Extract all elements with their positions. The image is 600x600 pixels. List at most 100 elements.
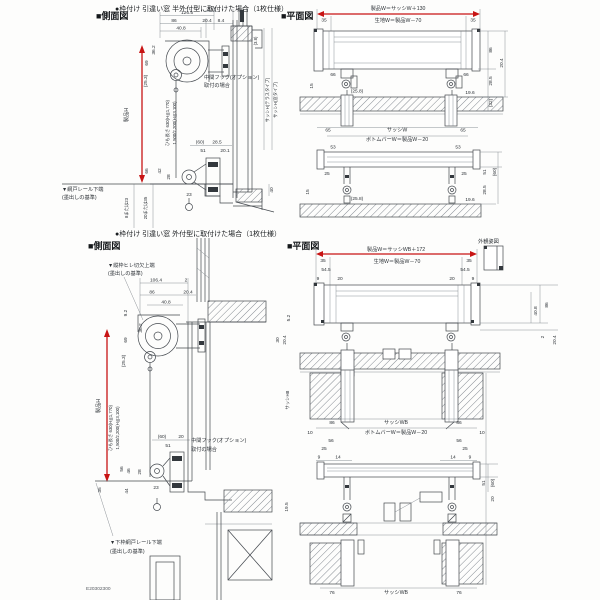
dim-label: 9 [317, 276, 320, 282]
dim-label: 51 [165, 443, 171, 449]
dim-label: 56 [119, 466, 125, 472]
dim-label: 54.5 [321, 267, 331, 273]
product-h-label: 製品H [122, 108, 130, 122]
dim-label: 40 [269, 187, 275, 193]
dim-label: 56 [328, 438, 334, 444]
dim-label: 54.5 [460, 267, 470, 273]
dim-label: 9 [469, 455, 472, 461]
dim-label: 10 [479, 430, 485, 436]
wall-band [299, 203, 482, 218]
dim-label: 76 [456, 590, 462, 596]
dim-label: 40.8 [176, 26, 186, 32]
dim-label: 5.2 [286, 314, 292, 321]
mount-bracket [445, 322, 459, 351]
dim-label: 51 [481, 480, 487, 486]
plan-view-label-top: ■平面図 [281, 11, 313, 21]
bottom-left-side-view: ▼縦枠ヒレ切欠上端 (墨出しの基準) 106.4 2 86 20.4 40.8 … [86, 238, 292, 600]
dim-label: 20.4 [499, 58, 505, 68]
mount-bracket [340, 322, 354, 351]
cord-length-note: ひも長さ 630(H≦1,770) [164, 100, 171, 146]
dim-label: 19.6 [465, 197, 475, 203]
fabric-w-label: 生地W＝製品W－70 [375, 16, 422, 24]
top-headers: ●枠付け 引違い窓 半外付型に取付けた場合（1枚仕様） ■側面図 ■平面図 [96, 4, 313, 21]
window-frame-section [232, 20, 253, 198]
note-lower-rail: ▼下枠網戸レール下端 [110, 538, 162, 546]
dim-label: 65 [325, 128, 331, 134]
section-title-top: ●枠付け 引違い窓 半外付型に取付けた場合（1枚仕様） [115, 4, 288, 13]
dim-label: 86 [544, 302, 550, 308]
cord-length-note-2: 1,500/2,200(H≦3,100) [115, 406, 120, 450]
dim-label: 20 [337, 276, 343, 282]
dim-label: 28 [166, 174, 172, 180]
dim-label: 46 [126, 468, 132, 474]
dim-label: 25 [324, 171, 330, 177]
dim-label: 106.4 [150, 278, 162, 284]
product-w-label: 製品W＝サッシWB＋172 [367, 245, 425, 253]
dim-label: 76 [329, 590, 335, 596]
dim-label: 9 [318, 455, 321, 461]
dim-label: 56 [456, 438, 462, 444]
dim-label: 25 [461, 171, 467, 177]
dim-label: 25 [462, 446, 468, 452]
hatched-lintel [230, 25, 253, 42]
dim-label: 23 [186, 192, 192, 198]
side-view-label-top: ■側面図 [96, 10, 128, 21]
dim-label: 10 [307, 430, 313, 436]
product-h-label: 製品H [94, 399, 102, 413]
top-right-plan-view: 製品W＝サッシW＋130 35 生地W＝製品W－70 35 [299, 4, 508, 218]
fabric-w-label: 生地W＝製品W－70 [374, 257, 421, 265]
note-mid-hook-2: 取付の場合 [204, 81, 231, 89]
dim-label: 28 [137, 469, 143, 475]
dim-label: 66 [463, 72, 469, 78]
dim-label: (60) [196, 140, 205, 146]
dim-label: (25.3) [121, 354, 127, 367]
mount-bracket [340, 68, 358, 97]
dim-label: 86 [171, 18, 177, 24]
wall-piers [309, 539, 484, 587]
dim-label: 28.5 [212, 140, 222, 146]
dim-label: 51 [482, 169, 488, 175]
dim-label: 51 [200, 148, 206, 154]
product-width-arrow [316, 251, 477, 257]
wall-band [299, 348, 501, 377]
dim-label: 30 [275, 337, 281, 343]
appearance-label: 外観姿図 [478, 237, 499, 245]
note-screen-rail-2: (墨出しの基準) [62, 193, 97, 201]
dim-label: 8.4 [218, 18, 225, 24]
note-lower-rail-2: (墨出しの基準) [110, 547, 145, 555]
dim-label: 23 [153, 485, 159, 491]
dim-label: 15 [305, 189, 311, 195]
note-mid-hook-2: 取付の場合 [191, 445, 218, 453]
dim-label: (60) [158, 434, 167, 440]
dim-label: 69 [123, 337, 129, 343]
dim-label: 9 [472, 276, 475, 282]
note-screen-rail: ▼網戸レール下端 [62, 185, 103, 193]
product-width-arrow [317, 11, 480, 17]
dim-label: 20.4 [282, 335, 288, 345]
dim-label: 9.2 [123, 309, 129, 316]
dim-label: 86 [149, 290, 155, 296]
dim-label: (25.8) [351, 196, 364, 202]
dim-label: 44 [124, 488, 130, 494]
dim-label: 25 [321, 446, 327, 452]
head-box [313, 28, 481, 72]
dim-label: 20 [490, 496, 496, 502]
dim-label: 35 [320, 258, 326, 264]
section-title-bottom: ●枠付け 引違い窓 外付型に取付けた場合（1枚仕様） [115, 229, 281, 238]
bottom-bar-w-label: ボトムバーW＝製品W－20 [366, 135, 428, 143]
dim-label: 69 [144, 60, 150, 66]
dim-label: 126.5 [181, 10, 193, 16]
dim-label: 2 [540, 335, 546, 338]
bottom-headers: ●枠付け 引違い窓 外付型に取付けた場合（1枚仕様） ■側面図 ■平面図 [88, 229, 319, 251]
hook-assembly [447, 477, 457, 523]
dim-label: 35 [97, 487, 103, 493]
dim-label: 15 [309, 83, 315, 89]
dim-label: 86 [488, 47, 494, 53]
dim-label: 20.1 [206, 7, 216, 13]
dim-label: 53 [455, 145, 461, 151]
sash-wb-label: サッシWB [384, 419, 408, 426]
dim-label: 35 [321, 18, 327, 24]
dim-label: 36.2 [151, 45, 157, 55]
